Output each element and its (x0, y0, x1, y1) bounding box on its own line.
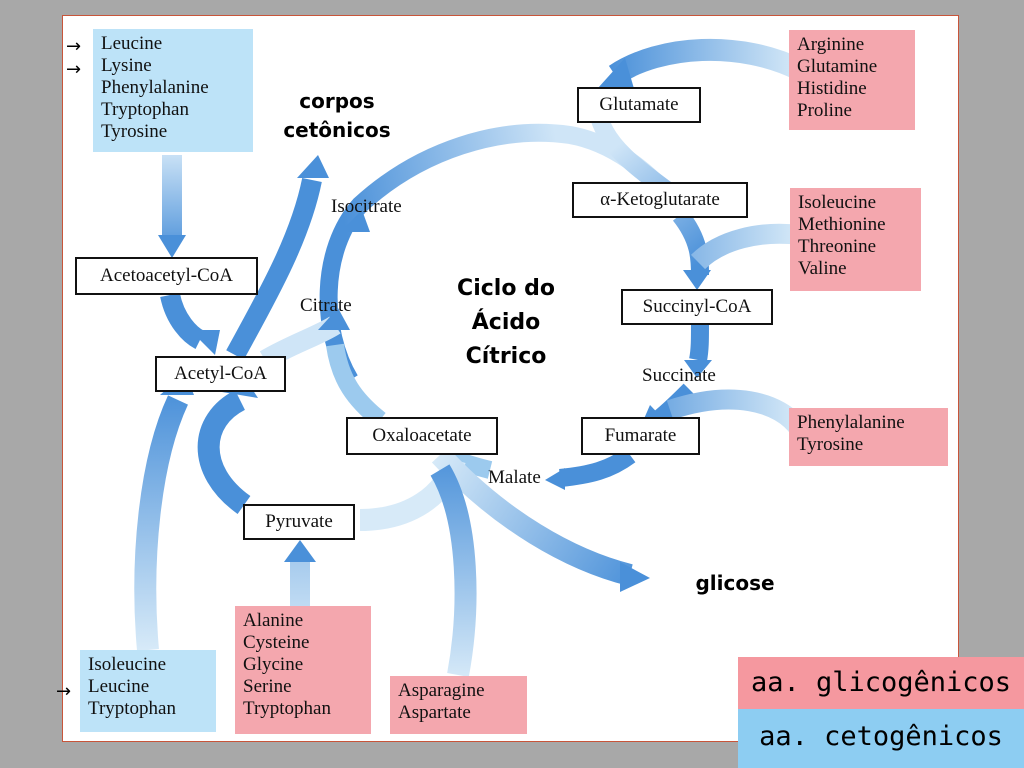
list-item: Isoleucine (798, 192, 877, 213)
ketogenic-aa-list-bottom: Isoleucine Leucine Tryptophan (80, 650, 216, 732)
list-item: Valine (798, 258, 847, 279)
list-item: Tryptophan (101, 99, 189, 120)
list-item: Glutamine (797, 56, 878, 77)
list-item: Arginine (797, 34, 865, 55)
right-arrow-icon: → (66, 59, 82, 80)
note-line: cetônicos (283, 118, 391, 142)
cycle-title-line: Cítrico (465, 344, 547, 369)
list-item: Tyrosine (101, 121, 168, 142)
list-item: Leucine (101, 33, 163, 54)
list-item: Cysteine (243, 632, 310, 653)
cycle-title-line: Ácido (471, 310, 541, 335)
list-item: Glycine (243, 654, 304, 675)
list-item: Isoleucine (88, 654, 167, 675)
list-item: Proline (797, 100, 852, 121)
isocitrate-label: Isocitrate (331, 196, 402, 217)
malate-label: Malate (488, 467, 541, 488)
ketone-bodies-note: corpos cetônicos (276, 87, 398, 145)
acetyl-coa-box: Acetyl-CoA (155, 356, 286, 392)
list-item: Histidine (797, 78, 867, 99)
glucogenic-aa-list-pyruvate: Alanine Cysteine Glycine Serine Tryptoph… (235, 606, 371, 734)
list-item: Tyrosine (797, 434, 864, 455)
list-item: Threonine (798, 236, 877, 257)
acetoacetyl-coa-box: Acetoacetyl-CoA (75, 257, 258, 295)
citrate-label: Citrate (300, 295, 352, 316)
list-item: Tryptophan (88, 698, 176, 719)
glutamate-box: Glutamate (577, 87, 701, 123)
glucogenic-aa-list-oxaloacetate: Asparagine Aspartate (390, 676, 527, 734)
note-line: corpos (299, 89, 375, 113)
legend-glucogenic: aa. glicogênicos (738, 657, 1024, 709)
glucogenic-aa-list-fumarate: Phenylalanine Tyrosine (789, 408, 948, 466)
ketogenic-aa-list-top: Leucine Lysine Phenylalanine Tryptophan … (93, 29, 253, 152)
list-item: Tryptophan (243, 698, 331, 719)
list-item: Alanine (243, 610, 304, 631)
glucose-note: glicose (695, 571, 775, 595)
pyruvate-box: Pyruvate (243, 504, 355, 540)
right-arrow-icon: → (66, 36, 82, 57)
cycle-title: Ciclo do Ácido Cítrico (446, 272, 566, 374)
legend-ketogenic: aa. cetogênicos (738, 709, 1024, 768)
right-arrow-icon: → (56, 681, 72, 702)
cycle-title-line: Ciclo do (457, 276, 555, 301)
glucogenic-aa-list-glutamate: Arginine Glutamine Histidine Proline (789, 30, 915, 130)
glucogenic-aa-list-succinyl: Isoleucine Methionine Threonine Valine (790, 188, 921, 291)
list-item: Phenylalanine (797, 412, 905, 433)
list-item: Aspartate (398, 702, 471, 723)
alpha-ketoglutarate-box: α-Ketoglutarate (572, 182, 748, 218)
oxaloacetate-box: Oxaloacetate (346, 417, 498, 455)
list-item: Serine (243, 676, 292, 697)
list-item: Lysine (101, 55, 152, 76)
succinate-label: Succinate (642, 365, 716, 386)
list-item: Phenylalanine (101, 77, 209, 98)
list-item: Methionine (798, 214, 886, 235)
fumarate-box: Fumarate (581, 417, 700, 455)
list-item: Leucine (88, 676, 150, 697)
list-item: Asparagine (398, 680, 485, 701)
succinyl-coa-box: Succinyl-CoA (621, 289, 773, 325)
